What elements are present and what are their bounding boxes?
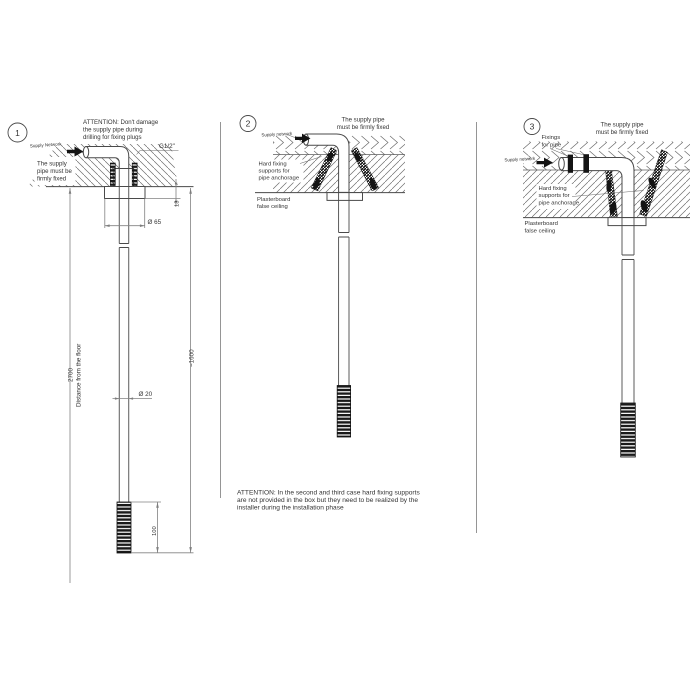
plasterboard-label-line2: false ceiling — [525, 229, 556, 235]
attention-drilling-line1: ATTENTION: Don't damage — [83, 119, 159, 126]
dim-65-lines — [104, 198, 146, 228]
hard-fixing-leader — [571, 190, 644, 197]
fixing-plug-right — [131, 162, 138, 186]
wall-flange — [104, 186, 146, 199]
hard-fixing-label-line3: pipe anchorage — [259, 176, 300, 182]
fixing-plug-left — [110, 162, 116, 186]
flow-direction-arrow-icon — [67, 146, 84, 157]
panel-1: 1 ATTENTION: Don't damage the supply pip… — [7, 119, 195, 583]
threaded-pipe-end — [336, 385, 352, 438]
firmly-fixed-label-line2: pipe must be — [37, 168, 73, 175]
panel-1-number: 1 — [15, 128, 20, 138]
dim-20-label: Ø 20 — [139, 391, 153, 398]
supply-network-label: Supply Network — [30, 141, 63, 148]
dim-100-lines — [130, 501, 194, 554]
dim-2700-label: 2700 — [68, 367, 75, 382]
pipe-fixing-clamp-2 — [583, 154, 589, 173]
hard-fixing-label-line1: Hard fixing — [259, 162, 287, 168]
plasterboard-label-line1: Plasterboard — [257, 197, 290, 203]
supply-network-label: Supply network — [261, 131, 293, 138]
attention-drilling-line2: the supply pipe during — [83, 127, 143, 134]
attention-note-line3: installer during the installation phase — [237, 505, 344, 512]
firmly-fixed-label-line2: must be firmly fixed — [596, 129, 649, 136]
ceiling-flange — [607, 217, 647, 227]
panel-1-number-badge — [7, 122, 28, 143]
hard-fixing-leader — [299, 156, 322, 164]
fixings-for-pipe-label-line1: Fixings — [542, 135, 561, 141]
ceiling-flange — [326, 192, 363, 201]
dim-65-label: Ø 65 — [148, 219, 162, 226]
shower-pipe — [118, 186, 130, 502]
panel-3: 3 The supply pipe must be firmly fixed F… — [503, 118, 690, 458]
dim-1600-label: ~1600 — [188, 349, 195, 367]
attention-note: ATTENTION: In the second and third case … — [237, 490, 420, 512]
shower-pipe — [338, 192, 350, 386]
pipe-open-end — [558, 157, 565, 171]
flow-direction-arrow-icon — [295, 133, 311, 144]
panel-3-number: 3 — [530, 121, 535, 131]
g12-leader — [136, 150, 179, 155]
attention-note-line1: ATTENTION: In the second and third case … — [237, 490, 420, 497]
pipe-open-end — [82, 146, 90, 159]
shower-pipe — [621, 217, 635, 403]
dim-g12-label: G1/2" — [159, 143, 175, 150]
panel-2: 2 The supply pipe must be firmly fixed S… — [239, 115, 405, 438]
supply-network-label: Supply network — [504, 156, 536, 163]
plasterboard-label-line1: Plasterboard — [525, 221, 558, 227]
distance-from-floor-label: Distance from the floor — [76, 344, 83, 407]
hard-fixing-label-line1: Hard fixing — [539, 186, 567, 192]
firmly-fixed-label-line1: The supply pipe — [600, 122, 644, 129]
panel-2-number: 2 — [246, 118, 251, 128]
anchor-bracket — [113, 168, 134, 187]
hard-fixing-label-line3: pipe anchorage — [539, 201, 580, 207]
attention-drilling-line3: drilling for fixing plugs — [83, 134, 142, 141]
dim-100-label: 100 — [152, 525, 158, 536]
threaded-pipe-end — [116, 501, 132, 554]
panel-2-number-badge — [239, 115, 257, 132]
plasterboard-label-line2: false ceiling — [257, 204, 288, 210]
hard-fixing-label-line2: supports for — [539, 193, 570, 199]
flow-direction-arrow-icon — [536, 157, 553, 168]
attention-note-line2: are not provided in the box but they nee… — [237, 497, 418, 504]
firmly-fixed-label-line2: must be firmly fixed — [337, 124, 390, 131]
firmly-fixed-label-line3: firmly fixed — [37, 176, 66, 183]
pipe-fixing-clamp-1 — [567, 154, 573, 173]
panel-3-number-badge — [523, 118, 541, 135]
firmly-fixed-label-line1: The supply pipe — [341, 117, 385, 124]
dim-13-label: 13 — [175, 200, 181, 207]
threaded-pipe-end — [620, 402, 636, 458]
firmly-fixed-label-line1: The supply — [37, 161, 68, 168]
hard-fixing-label-line2: supports for — [259, 169, 290, 175]
